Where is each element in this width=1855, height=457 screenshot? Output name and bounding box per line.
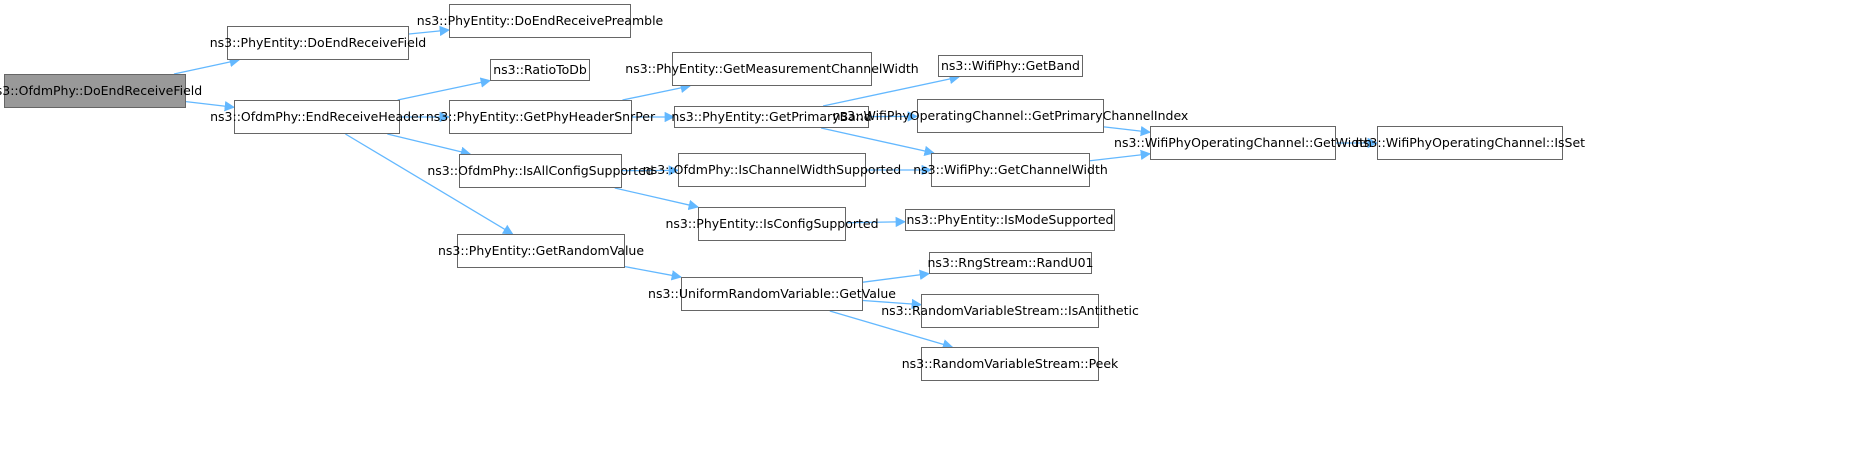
node-label-line: Width bbox=[1071, 162, 1108, 177]
node-label-line: ns3::WifiPhy::GetBand bbox=[941, 58, 1080, 73]
node-label-line: ns3::RatioToDb bbox=[493, 62, 587, 77]
node-wifiphy-getchannelwidth[interactable]: ns3::WifiPhy::GetChannel Width bbox=[913, 153, 1108, 187]
edge-phy_getprimaryband-to-wifiphy_getband bbox=[822, 73, 960, 107]
node-phy-doendreceivepreamble[interactable]: ns3::PhyEntity::DoEndReceive Preamble bbox=[417, 4, 663, 38]
node-label-line: ns3::RngStream::RandU01 bbox=[927, 255, 1094, 270]
node-label-line: ::Peek bbox=[1080, 356, 1119, 371]
node-label-line: ns3::PhyEntity::GetRandom bbox=[437, 243, 610, 258]
node-label-line: ns3::PhyEntity::IsConfig bbox=[665, 216, 814, 231]
node-label-line: ns3::WifiPhyOperatingChannel bbox=[1114, 135, 1305, 150]
node-rng-randu01[interactable]: ns3::RngStream::RandU01 bbox=[927, 252, 1094, 274]
edge-phy_isconfigsupported-to-phy_ismodesupported bbox=[845, 216, 907, 228]
node-label-line: Supported bbox=[588, 163, 654, 178]
node-phy-getrandomvalue[interactable]: ns3::PhyEntity::GetRandom Value bbox=[438, 234, 644, 268]
node-phy-getmeasurementchannelwidth[interactable]: ns3::PhyEntity::GetMeasurement ChannelWi… bbox=[625, 52, 919, 86]
node-phy-getphyheadersnrper[interactable]: ns3::PhyEntity::GetPhyHeader SnrPer bbox=[426, 100, 655, 134]
node-label-line: ::GetPrimaryChannelIndex bbox=[1023, 108, 1189, 123]
edge-urv_getvalue-to-rng_randu01 bbox=[862, 269, 931, 283]
edge-ofdm_doendreceivefield-to-ofdm_endreceiveheader bbox=[185, 101, 236, 112]
edge-phy_doendreceivefield-to-phy_doendreceivepreamble bbox=[408, 25, 451, 37]
node-label-line: Supported bbox=[836, 162, 902, 177]
node-label-line: ::GetWidth bbox=[1304, 135, 1372, 150]
edge-ofdm_endreceiveheader-to-ratiotodb bbox=[397, 77, 492, 101]
edge-ofdm_doendreceivefield-to-phy_doendreceivefield bbox=[173, 56, 241, 75]
node-label-line: ns3::PhyEntity::IsModeSupported bbox=[906, 212, 1114, 227]
edge-wifiphy_getchannelwidth-to-woc_getwidth bbox=[1089, 149, 1152, 162]
node-label-line: ns3::PhyEntity::DoEndReceive bbox=[209, 35, 398, 50]
node-label-line: Value bbox=[609, 243, 645, 258]
node-phy-isconfigsupported[interactable]: ns3::PhyEntity::IsConfig Supported bbox=[665, 207, 879, 241]
node-rvs-peek[interactable]: ns3::RandomVariableStream ::Peek bbox=[902, 347, 1118, 381]
node-label-line: ChannelWidth bbox=[831, 61, 919, 76]
node-woc-isset[interactable]: ns3::WifiPhyOperatingChannel ::IsSet bbox=[1355, 126, 1585, 160]
node-label-line: ns3::OfdmPhy::IsChannelWidth bbox=[642, 162, 837, 177]
edge-urv_getvalue-to-rvs_isantithetic bbox=[862, 298, 923, 310]
node-urv-getvalue[interactable]: ns3::UniformRandomVariable ::GetValue bbox=[648, 277, 896, 311]
node-woc-getwidth[interactable]: ns3::WifiPhyOperatingChannel ::GetWidth bbox=[1114, 126, 1372, 160]
node-wifiphy-getband[interactable]: ns3::WifiPhy::GetBand bbox=[938, 55, 1083, 77]
node-woc-getprimarychannelindex[interactable]: ns3::WifiPhyOperatingChannel ::GetPrimar… bbox=[833, 99, 1188, 133]
edge-phy_getphyheadersnrper-to-phy_getmeasurementchannelwidth bbox=[622, 82, 692, 101]
node-ofdm-endreceiveheader[interactable]: ns3::OfdmPhy::EndReceive Header bbox=[210, 100, 424, 134]
edge-urv_getvalue-to-rvs_peek bbox=[829, 310, 954, 350]
node-label-line: ::IsSet bbox=[1545, 135, 1586, 150]
node-ofdm-doendreceivefield: ns3::OfdmPhy::DoEndReceive Field bbox=[0, 74, 202, 108]
node-label-line: ns3::RandomVariableStream bbox=[901, 356, 1081, 371]
node-ratiotodb[interactable]: ns3::RatioToDb bbox=[490, 59, 590, 81]
edge-ofdm_isallconfigsupported-to-phy_isconfigsupported bbox=[614, 187, 700, 211]
node-label-line: Field bbox=[173, 83, 203, 98]
node-label-line: ns3::OfdmPhy::DoEndReceive bbox=[0, 83, 174, 98]
node-label-line: ns3::PhyEntity::DoEndReceive bbox=[416, 13, 605, 28]
edge-phy_getrandomvalue-to-urv_getvalue bbox=[624, 265, 683, 281]
node-label-line: ns3::UniformRandomVariable bbox=[648, 286, 831, 301]
edge-ofdm_endreceiveheader-to-ofdm_isallconfigsupported bbox=[387, 133, 472, 157]
node-label-line: ns3::OfdmPhy::IsAllConfig bbox=[427, 163, 589, 178]
node-label-line: ns3::RandomVariableStream bbox=[881, 303, 1060, 318]
node-ofdm-isallconfigsupported[interactable]: ns3::OfdmPhy::IsAllConfig Supported bbox=[427, 154, 654, 188]
node-label-line: ns3::PhyEntity::GetPrimaryBand bbox=[671, 109, 872, 124]
node-label-line: ::IsAntithetic bbox=[1059, 303, 1139, 318]
node-phy-ismodesupported[interactable]: ns3::PhyEntity::IsModeSupported bbox=[905, 209, 1115, 231]
node-phy-getprimaryband[interactable]: ns3::PhyEntity::GetPrimaryBand bbox=[671, 106, 872, 128]
node-label-line: Supported bbox=[813, 216, 879, 231]
node-label-line: ns3::WifiPhyOperatingChannel bbox=[1354, 135, 1546, 150]
node-label-line: ::GetValue bbox=[830, 286, 896, 301]
node-label-line: Header bbox=[378, 109, 424, 124]
node-label-line: ns3::OfdmPhy::EndReceive bbox=[210, 109, 379, 124]
node-label-line: ns3::WifiPhyOperatingChannel bbox=[832, 108, 1024, 123]
node-label-line: ns3::WifiPhy::GetChannel bbox=[913, 162, 1072, 177]
node-label-line: Field bbox=[397, 35, 427, 50]
node-label-line: Preamble bbox=[604, 13, 664, 28]
node-label-line: ns3::PhyEntity::GetPhyHeader bbox=[425, 109, 615, 124]
edge-phy_getprimaryband-to-wifiphy_getchannelwidth bbox=[820, 127, 935, 157]
edge-woc_getprimarychannelindex-to-woc_getwidth bbox=[1103, 125, 1152, 137]
node-label-line: ns3::PhyEntity::GetMeasurement bbox=[625, 61, 832, 76]
node-ofdm-ischannelwidthsupported[interactable]: ns3::OfdmPhy::IsChannelWidth Supported bbox=[643, 153, 901, 187]
node-rvs-isantithetic[interactable]: ns3::RandomVariableStream ::IsAntithetic bbox=[881, 294, 1139, 328]
node-phy-doendreceivefield[interactable]: ns3::PhyEntity::DoEndReceive Field bbox=[210, 26, 426, 60]
edge-ofdm_endreceiveheader-to-phy_getrandomvalue bbox=[345, 133, 514, 235]
node-label-line: SnrPer bbox=[614, 109, 656, 124]
